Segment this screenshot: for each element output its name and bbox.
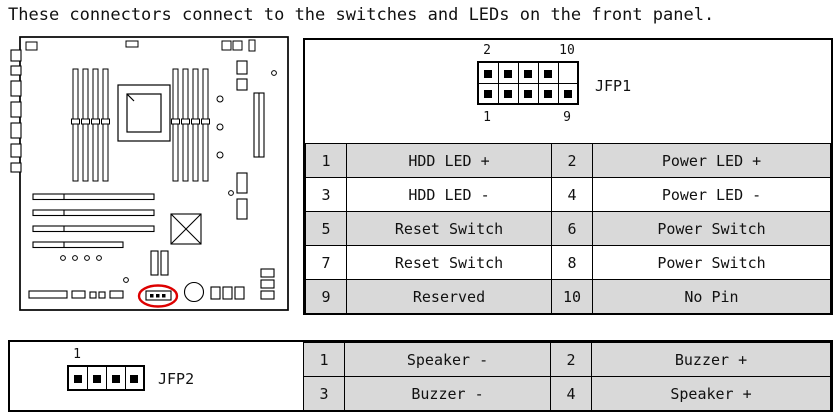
jfp2-pin-header-graphic	[67, 365, 145, 391]
screw-holes	[60, 70, 277, 283]
pin-function-cell: No Pin	[592, 279, 831, 314]
pin-number-cell: 2	[550, 342, 592, 377]
pin-number-cell: 5	[305, 211, 347, 246]
jfp1-connector-diagram: 2 10 1 9 JFP1	[305, 40, 831, 143]
pin-square	[563, 90, 572, 99]
jfp1-highlight-circle	[137, 284, 179, 308]
jfp2-label: JFP2	[158, 370, 195, 388]
pin-function-cell: HDD LED -	[346, 177, 552, 212]
jfp1-pin-header-graphic	[477, 61, 579, 105]
jfp1-label: JFP1	[595, 77, 632, 95]
motherboard-diagram	[10, 36, 289, 311]
pin-function-cell: Buzzer +	[591, 342, 831, 377]
top-edge-components	[25, 39, 256, 52]
table-row: 7 Reset Switch 8 Power Switch	[305, 245, 831, 280]
pin-square	[73, 375, 82, 383]
pin-square	[484, 69, 493, 78]
pin-number-cell: 3	[305, 177, 347, 212]
jfp1-pin-dots	[150, 294, 166, 298]
pin-number-cell: 4	[551, 177, 593, 212]
pin-number-cell: 3	[303, 376, 345, 411]
ram-slots	[71, 68, 210, 182]
pin-function-cell: HDD LED +	[346, 143, 552, 178]
no-pin-cell	[557, 61, 579, 84]
pin-function-cell: Power Switch	[592, 211, 831, 246]
pin-square	[544, 69, 552, 78]
jfp1-section: 2 10 1 9 JFP1 1 HDD LED +	[303, 38, 833, 315]
pin-number-cell: 6	[551, 211, 593, 246]
pin-number-cell: 2	[551, 143, 593, 178]
cpu-socket	[117, 84, 171, 142]
chipset	[170, 213, 202, 245]
pin-square	[111, 375, 120, 383]
pin-square	[524, 90, 532, 99]
jfp1-pin10-label: 10	[559, 43, 575, 58]
jfp2-connector-diagram: 1 JFP2	[10, 342, 303, 410]
pin-number-cell: 9	[305, 279, 347, 314]
pin-function-cell: Power Switch	[592, 245, 831, 280]
pin-number-cell: 4	[550, 376, 592, 411]
pin-number-cell: 10	[551, 279, 593, 314]
table-row: 3 HDD LED - 4 Power LED -	[305, 177, 831, 212]
table-row: 1 Speaker - 2 Buzzer +	[303, 342, 831, 377]
pin-function-cell: Reset Switch	[346, 245, 552, 280]
jfp1-pin1-label: 1	[483, 110, 491, 125]
table-row: 9 Reserved 10 No Pin	[305, 279, 831, 314]
jfp1-pin9-label: 9	[563, 110, 571, 125]
pin-number-cell: 7	[305, 245, 347, 280]
pin-function-cell: Speaker +	[591, 376, 831, 411]
pin-square	[524, 69, 532, 78]
bottom-headers	[28, 250, 245, 303]
pin-function-cell: Speaker -	[344, 342, 551, 377]
jfp2-section: 1 JFP2 1 Speaker - 2 Buzzer + 3 Buzzer -…	[8, 340, 833, 412]
pin-square	[130, 375, 139, 383]
pin-number-cell: 1	[303, 342, 345, 377]
pin-number-cell: 1	[305, 143, 347, 178]
intro-text: These connectors connect to the switches…	[8, 5, 715, 25]
pin-square	[504, 69, 512, 78]
pin-function-cell: Power LED -	[592, 177, 831, 212]
pin-square	[544, 90, 552, 99]
pin-function-cell: Power LED +	[592, 143, 831, 178]
pin-function-cell: Reset Switch	[346, 211, 552, 246]
jfp2-pin1-label: 1	[73, 347, 81, 362]
table-row: 3 Buzzer - 4 Speaker +	[303, 376, 831, 411]
table-row: 1 HDD LED + 2 Power LED +	[305, 143, 831, 178]
pin-number-cell: 8	[551, 245, 593, 280]
pin-square	[92, 375, 101, 383]
pin-square	[504, 90, 512, 99]
pin-function-cell: Buzzer -	[344, 376, 551, 411]
jfp2-pin-table: 1 Speaker - 2 Buzzer + 3 Buzzer - 4 Spea…	[303, 342, 831, 411]
right-edge-headers	[236, 60, 275, 300]
io-ports	[10, 49, 22, 173]
jfp1-pin2-label: 2	[483, 43, 491, 58]
pin-square	[484, 90, 493, 99]
jfp1-pin-table: 1 HDD LED + 2 Power LED + 3 HDD LED - 4 …	[305, 143, 831, 314]
pcie-slots	[32, 193, 155, 249]
pin-function-cell: Reserved	[346, 279, 552, 314]
table-row: 5 Reset Switch 6 Power Switch	[305, 211, 831, 246]
